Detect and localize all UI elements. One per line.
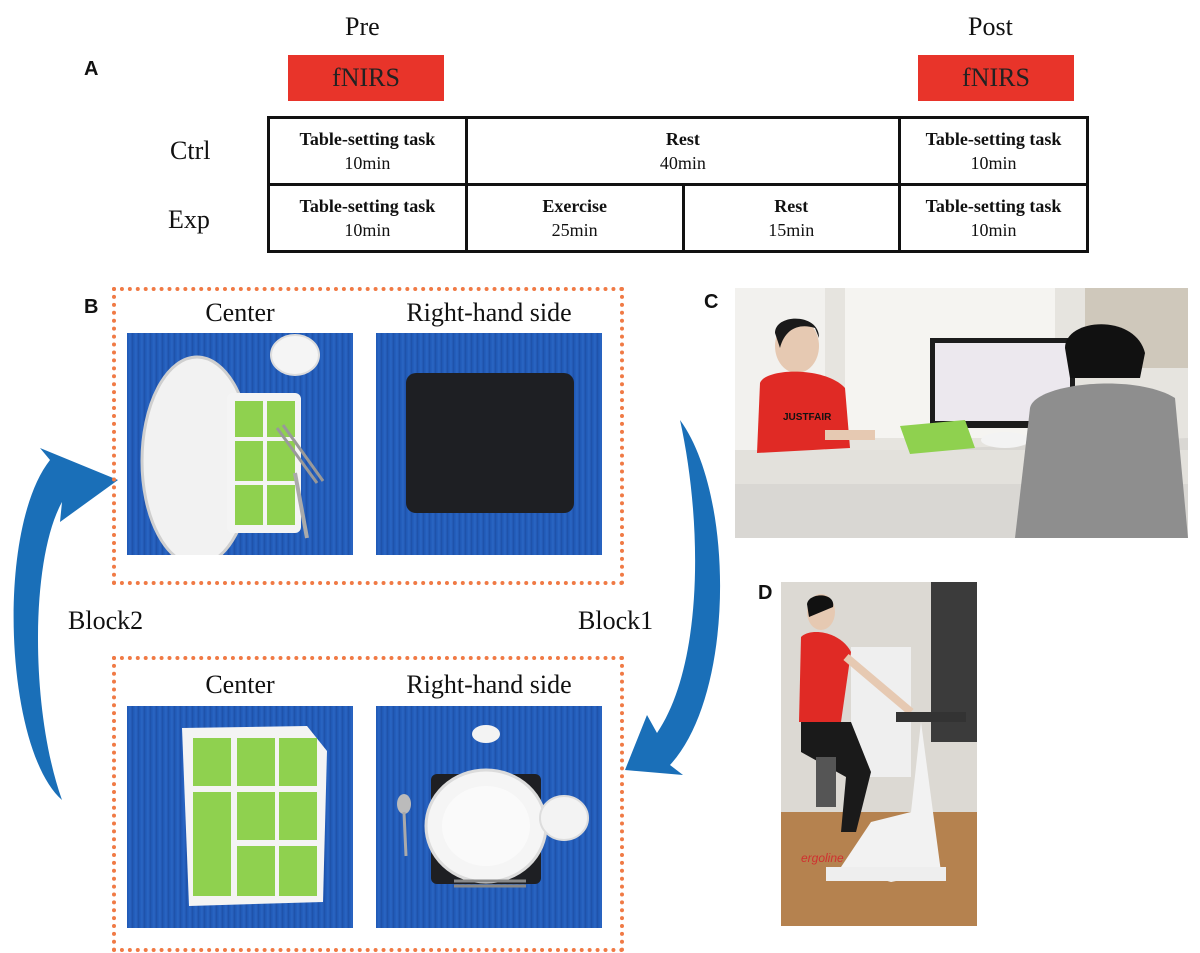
panel-c-label: C [704, 291, 719, 313]
black-mat-image [406, 373, 574, 513]
cell-duration: 15min [768, 220, 815, 240]
fnirs-pre-text: fNIRS [332, 63, 400, 92]
table-setting-scene-image: JUSTFAIR [735, 288, 1188, 538]
cell-duration: 10min [970, 220, 1017, 240]
cell-duration: 10min [970, 153, 1017, 173]
cell-duration: 40min [659, 153, 706, 173]
block2-label: Block2 [68, 606, 144, 635]
cell-title: Rest [774, 196, 809, 216]
top-right-photo [376, 333, 602, 555]
bottom-center-photo [127, 706, 353, 928]
cell-title: Table-setting task [925, 129, 1062, 149]
fnirs-post-box: fNIRS [918, 55, 1074, 101]
block-top-frame [112, 287, 624, 585]
bottom-right-caption: Right-hand side [406, 670, 572, 699]
block-bottom-frame [112, 656, 624, 952]
schedule-table: Table-setting task 10min Rest 40min Tabl… [267, 116, 1089, 253]
exp-rest-cell: Rest 15min [681, 183, 902, 253]
cell-title: Exercise [542, 196, 607, 216]
panel-b-label: B [84, 296, 99, 318]
fnirs-pre-box: fNIRS [288, 55, 444, 101]
panel-c-photo: JUSTFAIR [735, 288, 1188, 538]
bottom-right-photo [376, 706, 602, 928]
panel-d-label: D [758, 582, 773, 604]
bottom-center-caption: Center [205, 670, 275, 699]
top-center-caption: Center [205, 298, 275, 327]
ctrl-task-post-cell: Table-setting task 10min [898, 116, 1089, 186]
cell-duration: 10min [344, 220, 391, 240]
pre-label: Pre [345, 12, 380, 41]
fnirs-post-text: fNIRS [962, 63, 1030, 92]
top-right-caption: Right-hand side [406, 298, 572, 327]
exercise-bike-scene-image: ergoline [781, 582, 977, 926]
cell-title: Table-setting task [299, 196, 436, 216]
row-label-exp: Exp [168, 205, 210, 234]
caddy-with-plate-image [140, 334, 325, 555]
exp-task-post-cell: Table-setting task 10min [898, 183, 1089, 253]
empty-caddy-image [182, 726, 327, 906]
block1-arrow-icon [625, 420, 721, 775]
schedule-row-ctrl: Table-setting task 10min Rest 40min Tabl… [267, 116, 1089, 186]
panel-d-photo: ergoline [781, 582, 977, 926]
schedule-row-exp: Table-setting task 10min Exercise 25min … [267, 183, 1089, 253]
cell-duration: 10min [344, 153, 391, 173]
ctrl-task-pre-cell: Table-setting task 10min [267, 116, 468, 186]
top-center-photo [127, 333, 353, 555]
exp-exercise-cell: Exercise 25min [464, 183, 685, 253]
panel-a-label: A [84, 58, 99, 80]
cell-title: Rest [665, 129, 700, 149]
cell-title: Table-setting task [925, 196, 1062, 216]
block1-label: Block1 [578, 606, 654, 635]
ctrl-rest-cell: Rest 40min [464, 116, 902, 186]
post-label: Post [968, 12, 1013, 41]
bike-brand-text: ergoline [801, 851, 844, 865]
exp-task-pre-cell: Table-setting task 10min [267, 183, 468, 253]
shirt-text: JUSTFAIR [783, 412, 832, 423]
block2-arrow-icon [13, 448, 119, 800]
cell-title: Table-setting task [299, 129, 436, 149]
row-label-ctrl: Ctrl [170, 136, 211, 165]
place-setting-image [397, 725, 589, 888]
cell-duration: 25min [551, 220, 598, 240]
